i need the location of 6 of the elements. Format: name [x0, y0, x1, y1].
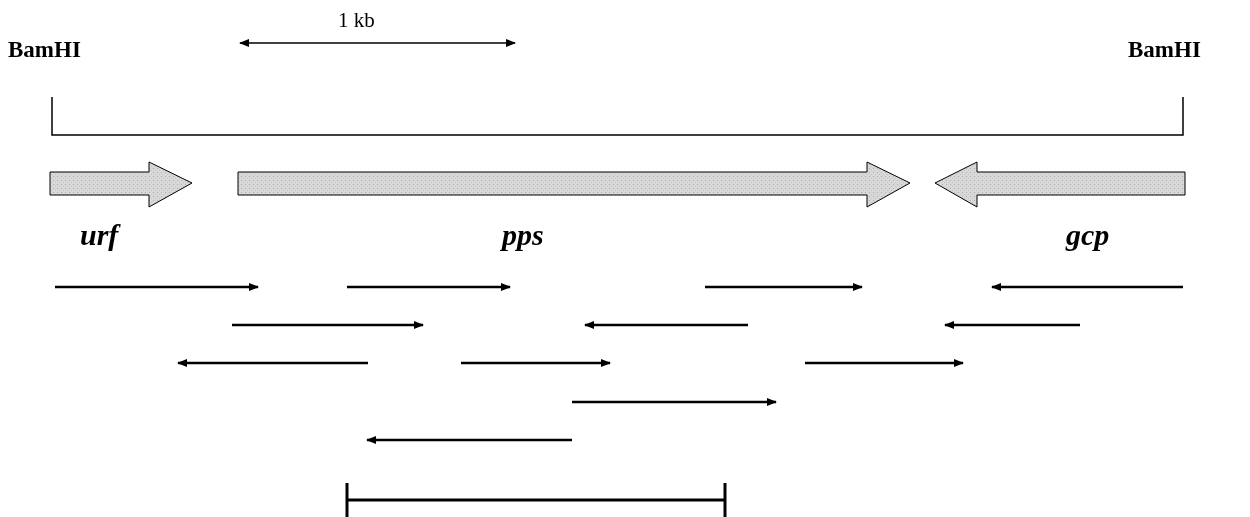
gene-label: pps	[502, 220, 544, 250]
scale-label: 1 kb	[338, 10, 375, 31]
restriction-site-label: BamHI	[8, 38, 81, 61]
gene-label: gcp	[1066, 220, 1110, 250]
restriction-site-label: BamHI	[1128, 38, 1201, 61]
gene-label: urf	[80, 220, 119, 250]
